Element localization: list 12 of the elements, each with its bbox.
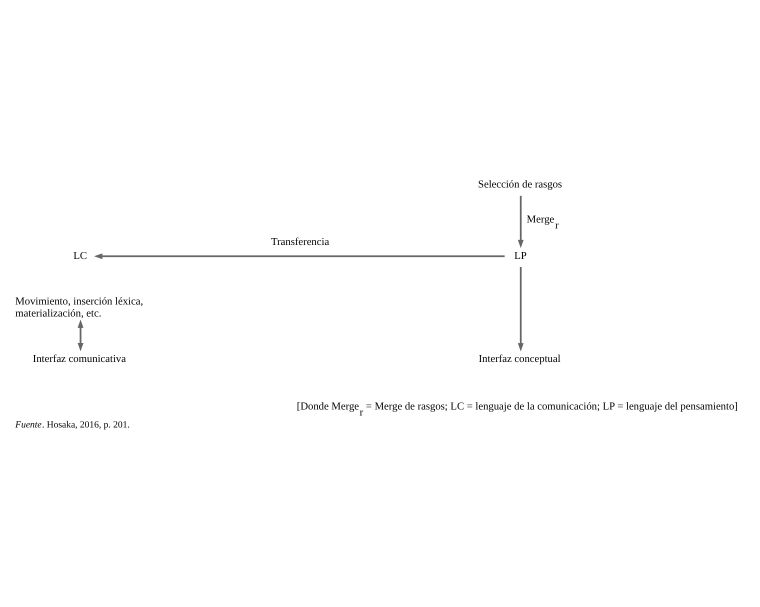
node-text: LC	[73, 249, 88, 262]
arrow	[518, 266, 524, 351]
arrow	[78, 319, 84, 351]
edge-label: Transferencia	[270, 236, 330, 248]
node-text: Interfaz comunicativa	[32, 352, 126, 365]
node-text: Movimiento, inserción léxica, materialización, etc.	[15, 295, 144, 319]
arrow	[94, 252, 505, 259]
node-text: Selección de rasgos	[478, 178, 562, 190]
caption: Fuente. Hosaka, 2016, p. 201.	[15, 420, 130, 430]
arrow	[518, 195, 524, 248]
node-text: Interfaz conceptual	[478, 352, 561, 365]
node-text: LP	[514, 249, 527, 262]
